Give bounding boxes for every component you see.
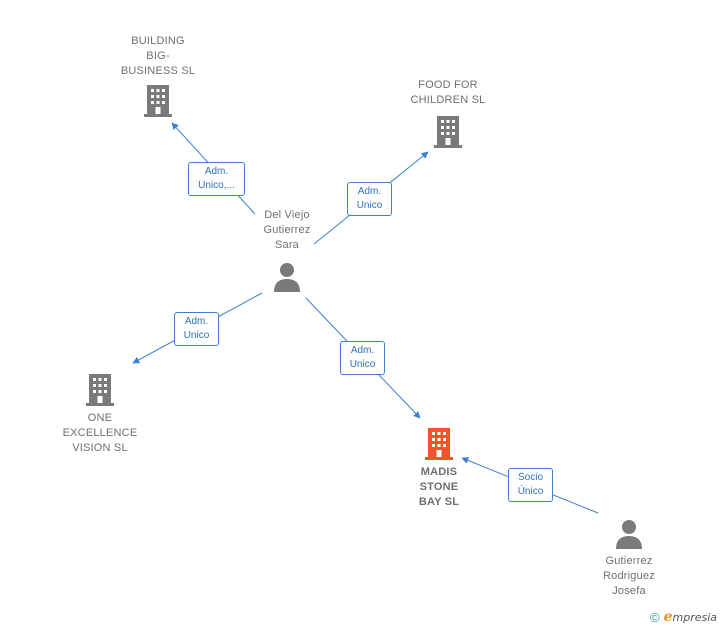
node-label: ONE EXCELLENCE VISION SL xyxy=(62,412,138,454)
edge-label-socio-unico[interactable]: Socio Único xyxy=(508,468,553,502)
person-icon xyxy=(616,520,642,549)
building-icon xyxy=(434,116,462,148)
edge-label-adm-unico-madis[interactable]: Adm. Unico xyxy=(340,341,385,375)
node-madis-stone-bay[interactable]: MADIS STONE BAY SL xyxy=(396,426,482,510)
brand-rest: mpresia xyxy=(672,611,718,624)
edge-label-adm-unico-building[interactable]: Adm. Unico,... xyxy=(188,162,245,196)
node-label: Del Viejo Gutierrez Sara xyxy=(263,209,311,251)
brand-e: e xyxy=(663,609,673,625)
edge-label-adm-unico-one-excellence[interactable]: Adm. Unico xyxy=(174,312,219,346)
empresia-logo[interactable]: © empresia xyxy=(650,609,717,625)
node-food-for-children[interactable]: FOOD FOR CHILDREN SL xyxy=(398,78,498,148)
copyright-symbol: © xyxy=(650,609,660,625)
node-gutierrez-rodriguez-josefa[interactable]: Gutierrez Rodriguez Josefa xyxy=(586,518,672,599)
building-icon xyxy=(144,85,172,117)
node-one-excellence-vision[interactable]: ONE EXCELLENCE VISION SL xyxy=(52,372,148,456)
building-icon xyxy=(425,428,453,460)
node-building-big-business[interactable]: BUILDING BIG- BUSINESS SL xyxy=(108,34,208,117)
node-label: Gutierrez Rodriguez Josefa xyxy=(603,555,655,597)
node-label: FOOD FOR CHILDREN SL xyxy=(410,79,486,106)
node-del-viejo-gutierrez-sara[interactable]: Del Viejo Gutierrez Sara xyxy=(244,208,330,293)
building-icon xyxy=(86,374,114,406)
person-icon xyxy=(274,263,300,292)
node-label: BUILDING BIG- BUSINESS SL xyxy=(120,35,196,77)
node-label: MADIS STONE BAY SL xyxy=(418,466,460,508)
edge-label-adm-unico-food[interactable]: Adm. Unico xyxy=(347,182,392,216)
